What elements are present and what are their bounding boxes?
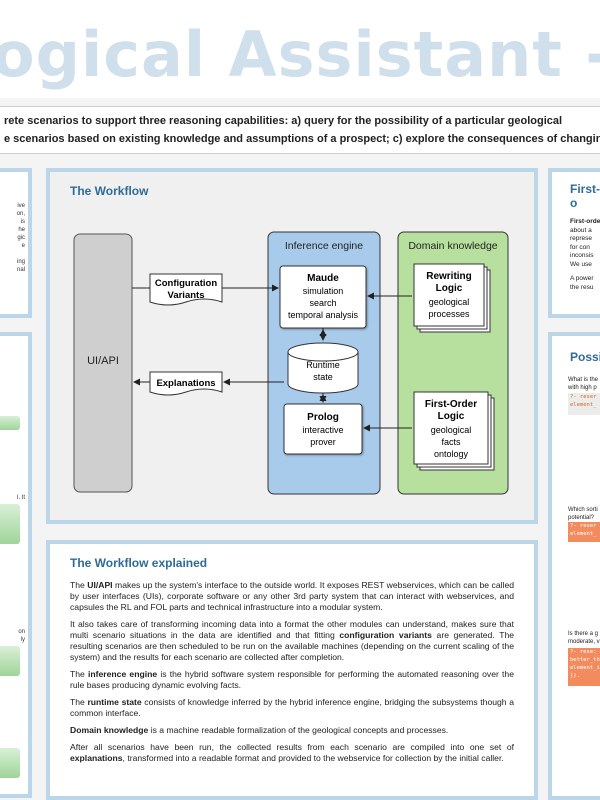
right-top-text: First-orde bbox=[570, 218, 600, 225]
right-bottom-title: Possi bbox=[570, 350, 600, 364]
rewriting-title: Logic bbox=[436, 283, 463, 294]
workflow-diagram: UI/API Inference engine Domain knowledge… bbox=[73, 231, 509, 495]
explanations-label: Explanations bbox=[156, 378, 215, 389]
query-text: Is there a g bbox=[568, 631, 599, 637]
prolog-line: interactive bbox=[302, 425, 343, 435]
fol-line: facts bbox=[441, 437, 461, 447]
right-top-text: the resu bbox=[570, 283, 594, 291]
fol-stack bbox=[413, 391, 495, 471]
code-block: ?- rese: better_th element_i ]). bbox=[568, 648, 600, 686]
right-bottom-panel: Possi What is the with high p ?- reser e… bbox=[548, 332, 600, 800]
inference-engine-title: Inference engine bbox=[285, 240, 363, 252]
domain-knowledge-title: Domain knowledge bbox=[408, 240, 497, 252]
query-text: Which sorti bbox=[568, 507, 598, 513]
config-variants-doc bbox=[149, 273, 223, 306]
right-top-text: represe bbox=[570, 235, 593, 242]
left-chip bbox=[0, 504, 20, 544]
config-label: Variants bbox=[168, 290, 205, 301]
query-text: potential? bbox=[568, 515, 595, 521]
maude-title: Maude bbox=[307, 273, 339, 284]
left-bottom-text: ly bbox=[20, 637, 25, 643]
rewriting-line: geological bbox=[429, 297, 470, 307]
left-top-panel: ive on, is he gic e ing nal bbox=[0, 168, 32, 318]
left-bottom-text: l. It bbox=[16, 495, 25, 501]
intro-line-1: rete scenarios to support three reasonin… bbox=[4, 115, 563, 127]
maude-line: simulation bbox=[303, 286, 344, 296]
explained-title: The Workflow explained bbox=[70, 556, 208, 570]
right-top-text: for con bbox=[570, 243, 590, 251]
runtime-state-cylinder bbox=[287, 342, 359, 394]
right-top-panel: First-o First-orde about a represe for c… bbox=[548, 168, 600, 318]
right-top-text: about a bbox=[570, 226, 592, 234]
left-top-text: on, bbox=[16, 211, 25, 217]
fol-title: First-Order bbox=[425, 399, 477, 410]
prolog-title: Prolog bbox=[307, 412, 339, 423]
right-top-text: We use bbox=[570, 260, 592, 268]
workflow-panel: The Workflow UI/API Inference engine Dom… bbox=[46, 168, 538, 524]
left-top-text: is bbox=[20, 219, 25, 225]
left-chip bbox=[0, 416, 20, 430]
code-block: ?- reser element_ bbox=[568, 393, 600, 415]
query-text: with high p bbox=[568, 385, 597, 391]
explained-paragraph: It also takes care of transforming incom… bbox=[70, 619, 514, 662]
config-label: Configuration bbox=[155, 278, 217, 289]
title-band: ogical Assistant - Techno bbox=[0, 0, 600, 98]
ui-api-label: UI/API bbox=[87, 355, 119, 367]
code-block: ?- reser element_ bbox=[568, 522, 600, 542]
intro-banner: rete scenarios to support three reasonin… bbox=[0, 106, 600, 154]
prolog-line: prover bbox=[310, 437, 336, 447]
left-top-text: he bbox=[18, 227, 25, 233]
left-top-text: e bbox=[21, 243, 25, 249]
poster-title: ogical Assistant - Techno bbox=[0, 18, 600, 91]
query-text: What is the bbox=[568, 377, 599, 383]
rewriting-logic-stack bbox=[413, 263, 491, 333]
fol-line: ontology bbox=[434, 449, 469, 459]
explained-paragraph: The inference engine is the hybrid softw… bbox=[70, 669, 514, 690]
query-text: moderate, v bbox=[568, 639, 600, 645]
explanations-doc bbox=[149, 371, 223, 396]
rewriting-line: processes bbox=[428, 309, 470, 319]
explained-paragraph: The runtime state consists of knowledge … bbox=[70, 697, 514, 718]
intro-line-2: e scenarios based on existing knowledge … bbox=[4, 133, 600, 145]
workflow-title: The Workflow bbox=[70, 184, 149, 198]
rewriting-title: Rewriting bbox=[426, 271, 472, 282]
fol-line: geological bbox=[431, 425, 472, 435]
left-chip bbox=[0, 646, 20, 676]
right-top-text: inconsis bbox=[570, 252, 594, 259]
explained-paragraph: Domain knowledge is a machine readable f… bbox=[70, 725, 449, 735]
left-chip bbox=[0, 748, 20, 778]
left-bottom-panel: l. It on ly bbox=[0, 332, 32, 798]
left-top-text: gic bbox=[17, 235, 25, 241]
runtime-state-label: Runtime bbox=[306, 360, 340, 370]
ui-api-box bbox=[73, 233, 133, 493]
fol-title: Logic bbox=[438, 411, 465, 422]
maude-line: search bbox=[309, 298, 336, 308]
maude-line: temporal analysis bbox=[288, 310, 359, 320]
workflow-explained-panel: The Workflow explained The UI/API makes … bbox=[46, 540, 538, 800]
prolog-box bbox=[283, 403, 363, 455]
runtime-state-label: state bbox=[313, 372, 333, 382]
left-top-text: ing bbox=[16, 259, 25, 265]
left-top-text: nal bbox=[16, 267, 25, 273]
right-top-title: First-o bbox=[570, 182, 600, 210]
explained-paragraph: The UI/API makes up the system's interfa… bbox=[70, 580, 514, 612]
left-top-text: ive bbox=[17, 203, 25, 209]
left-bottom-text: on bbox=[18, 629, 25, 635]
explained-paragraph: After all scenarios have been run, the c… bbox=[70, 742, 514, 763]
right-top-text: A power bbox=[570, 275, 594, 282]
